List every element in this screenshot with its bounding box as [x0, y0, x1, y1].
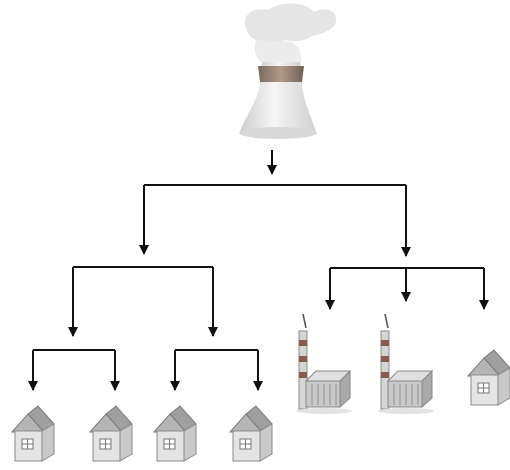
connector-lines	[28, 150, 489, 391]
factory-icon	[377, 313, 435, 415]
house-icon	[11, 405, 55, 462]
house-icon	[153, 405, 197, 462]
cooling-tower-icon	[239, 3, 337, 139]
house-icon	[467, 349, 510, 406]
house-icon	[229, 405, 273, 462]
factory-icon	[295, 313, 353, 415]
house-icon	[89, 405, 133, 462]
